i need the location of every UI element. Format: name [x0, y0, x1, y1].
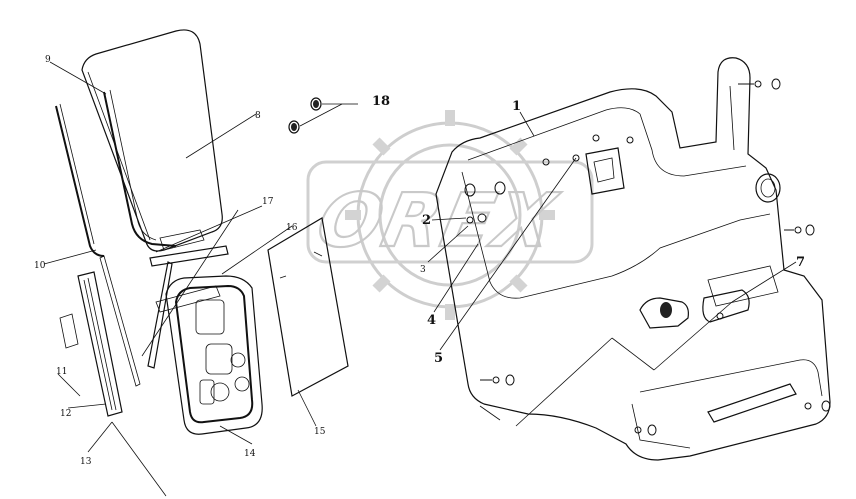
glass-run-channel: [103, 89, 205, 251]
callout-8: 8: [255, 111, 261, 121]
screw-icon: [716, 312, 724, 320]
clip-icon: [288, 120, 300, 134]
callout-3: 3: [420, 265, 426, 275]
screw-icon: [480, 374, 515, 386]
door-trim-panel: [435, 57, 831, 461]
screw-icon: [804, 400, 831, 412]
callout-13: 13: [80, 457, 92, 467]
callout-17: 17: [262, 197, 274, 207]
callout-1: 1: [512, 99, 521, 114]
vertical-rail: [55, 103, 105, 257]
screw-icon: [634, 424, 657, 436]
watermark-gear-icon: [345, 110, 555, 320]
watermark-frame: [306, 160, 594, 264]
leader-lines: [43, 61, 797, 497]
screw-icon: [592, 134, 634, 144]
screw-fasteners: [464, 78, 831, 436]
callout-9: 9: [45, 55, 51, 65]
screw-icon: [466, 213, 487, 224]
screw-icon: [738, 78, 781, 90]
callout-2: 2: [422, 213, 431, 228]
callout-4: 4: [427, 313, 436, 328]
callout-15: 15: [314, 427, 326, 437]
door-handle: [639, 289, 750, 329]
guide-rail: [59, 255, 141, 417]
callout-14: 14: [244, 449, 256, 459]
callout-16: 16: [286, 223, 298, 233]
callout-18: 18: [372, 94, 390, 109]
window-glass: [81, 29, 223, 252]
window-regulator: [141, 209, 239, 369]
callout-10: 10: [34, 261, 46, 271]
screw-icon: [542, 154, 580, 166]
callout-11: 11: [56, 367, 67, 377]
screw-icon: [784, 224, 815, 236]
callout-12: 12: [60, 409, 71, 419]
clip-fasteners: [288, 97, 322, 134]
moisture-barrier-sheet: [267, 217, 349, 397]
callout-5: 5: [434, 351, 443, 366]
callout-labels: 1 2 3 4 5 7 8 9 10 11 12 13 14 15 16 17 …: [34, 55, 805, 467]
inner-door-frame: [165, 275, 263, 435]
watermark: OREX: [306, 110, 594, 320]
screw-icon: [464, 181, 506, 197]
clip-icon: [310, 97, 322, 111]
callout-7: 7: [796, 255, 805, 270]
